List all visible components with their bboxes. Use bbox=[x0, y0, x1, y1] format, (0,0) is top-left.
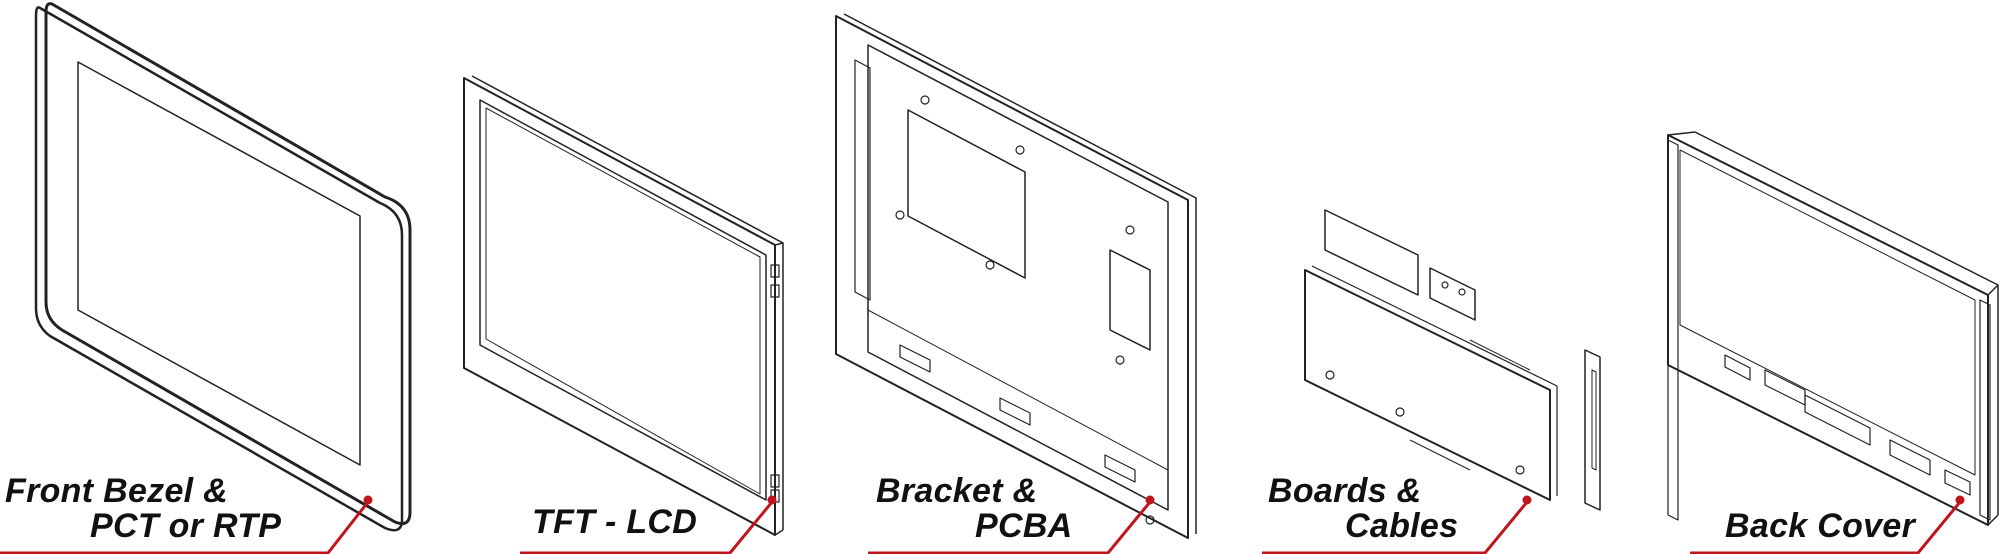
leader-lines bbox=[0, 501, 1962, 554]
leader-dot-back-cover bbox=[1955, 495, 1965, 505]
label-bracket-line2: PCBA bbox=[975, 507, 1073, 545]
leader-dot-boards bbox=[1522, 495, 1532, 505]
bracket-part bbox=[835, 13, 1197, 539]
leader-dot-front-bezel bbox=[363, 495, 373, 505]
leader-dot-bracket bbox=[1145, 495, 1155, 505]
leader-back-cover bbox=[1690, 501, 1962, 554]
label-tft-lcd: TFT - LCD bbox=[532, 503, 698, 541]
leader-tft-lcd bbox=[520, 501, 774, 554]
label-bracket-line1: Bracket & bbox=[876, 472, 1038, 510]
label-back-cover: Back Cover bbox=[1725, 507, 1916, 545]
label-boards-line1: Boards & bbox=[1268, 472, 1422, 510]
leader-boards bbox=[1262, 501, 1529, 554]
back-cover-part bbox=[1667, 131, 1999, 526]
leader-front-bezel bbox=[0, 501, 370, 554]
front-bezel-part bbox=[34, 2, 412, 532]
leader-dot-tft-lcd bbox=[767, 495, 777, 505]
label-front-bezel-line1: Front Bezel & bbox=[5, 472, 229, 510]
label-boards-line2: Cables bbox=[1345, 507, 1459, 545]
leader-bracket bbox=[868, 501, 1152, 554]
label-front-bezel-line2: PCT or RTP bbox=[90, 507, 282, 545]
tft-lcd-part bbox=[463, 75, 784, 536]
boards-part bbox=[1304, 209, 1601, 511]
